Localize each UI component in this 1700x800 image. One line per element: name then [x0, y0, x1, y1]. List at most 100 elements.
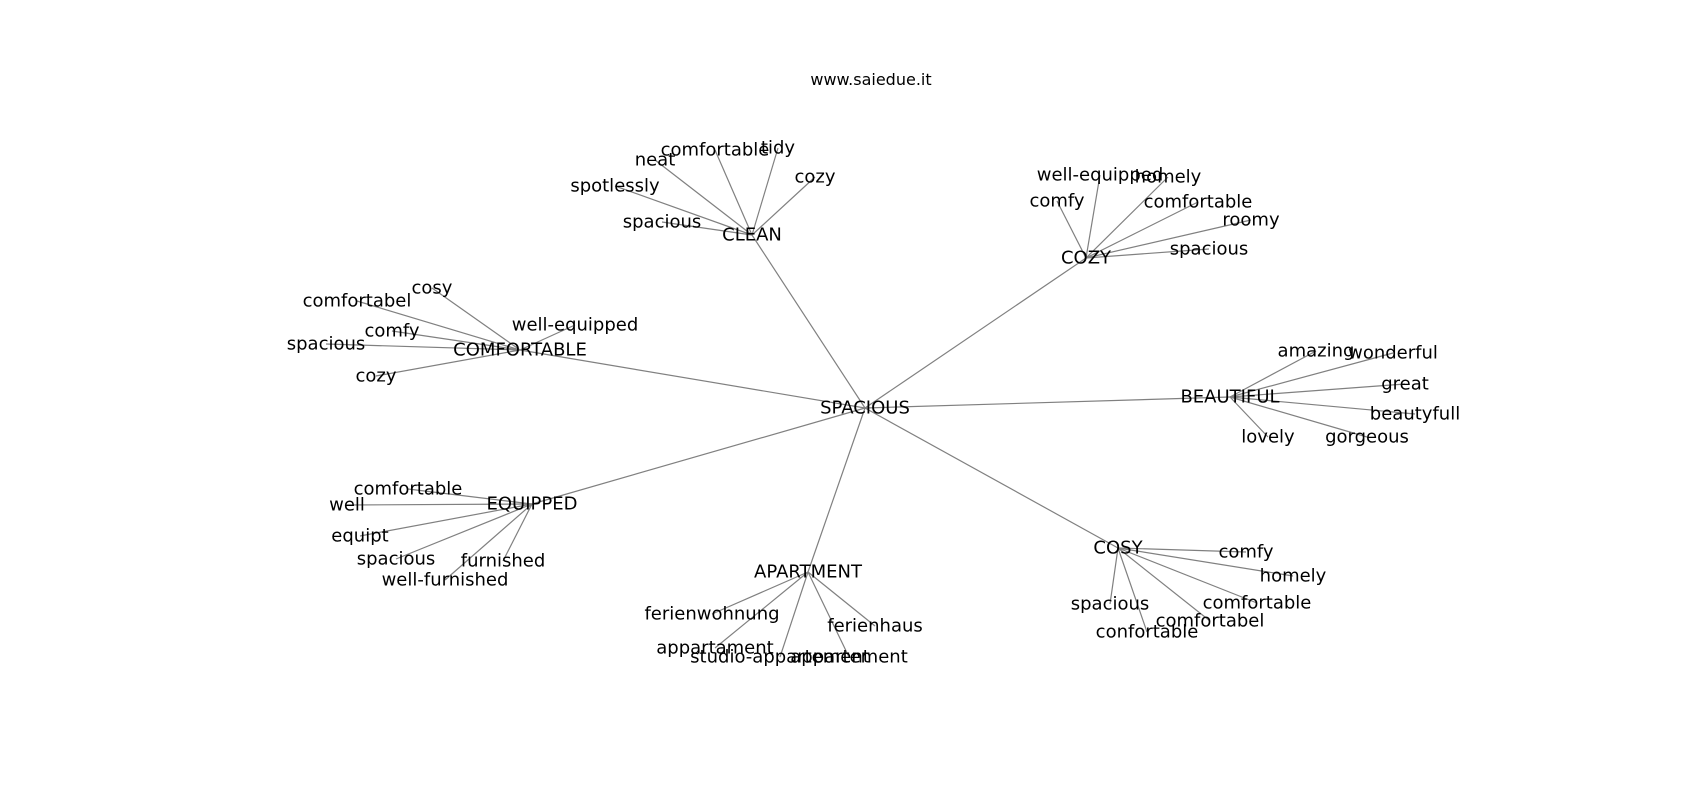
hub-node-beautiful: BEAUTIFUL [1180, 387, 1279, 408]
hub-node-cosy: COSY [1093, 538, 1143, 559]
leaf-node-beautiful-3: beautyfull [1370, 404, 1460, 425]
edge-beautiful-leaf-3 [1229, 396, 1416, 415]
edge-comfortable-leaf-2 [391, 330, 521, 351]
leaf-node-comfortable-2: comfy [364, 321, 419, 342]
edge-apartment-leaf-1 [807, 571, 876, 627]
edge-beautiful-leaf-1 [1229, 352, 1394, 398]
edge-cozy-leaf-4 [1085, 219, 1252, 259]
edge-comfortable-leaf-1 [356, 300, 521, 351]
edge-clean-leaf-5 [661, 221, 753, 236]
leaf-node-equipped-2: equipt [331, 526, 388, 547]
leaf-node-equipped-0: comfortable [354, 479, 463, 500]
leaf-node-clean-1: tidy [761, 138, 795, 159]
edge-cosy-leaf-5 [1117, 547, 1148, 633]
edge-root-equipped [531, 407, 866, 505]
leaf-node-clean-4: spotlessly [570, 176, 660, 197]
edge-clean-leaf-0 [714, 149, 753, 236]
edge-comfortable-leaf-4 [325, 343, 521, 351]
edge-cosy-leaf-1 [1117, 547, 1294, 577]
edge-equipped-leaf-1 [346, 503, 533, 506]
leaf-node-comfortable-3: well-equipped [512, 315, 639, 336]
edge-clean-leaf-3 [751, 176, 816, 236]
edge-root-apartment [807, 407, 866, 573]
edge-equipped-leaf-3 [395, 503, 533, 560]
edge-equipped-leaf-5 [444, 503, 533, 581]
edge-clean-leaf-1 [751, 147, 779, 236]
leaf-node-beautiful-2: great [1381, 374, 1429, 395]
edge-root-cozy [864, 257, 1087, 409]
leaf-node-equipped-3: spacious [357, 549, 436, 570]
root-node: SPACIOUS [820, 398, 910, 419]
leaf-node-clean-0: comfortable [661, 140, 770, 161]
leaf-node-cozy-1: homely [1135, 167, 1202, 188]
leaf-node-clean-3: cozy [794, 167, 835, 188]
graph-edges [325, 147, 1416, 658]
leaf-node-comfortable-5: cozy [355, 366, 396, 387]
edge-comfortable-leaf-5 [375, 349, 521, 377]
leaf-node-equipped-4: furnished [461, 551, 546, 572]
leaf-node-cozy-0: well-equipped [1037, 165, 1164, 186]
edge-apartment-leaf-2 [714, 571, 809, 649]
edge-cosy-leaf-3 [1117, 547, 1211, 622]
site-caption: www.saiedue.it [810, 70, 932, 89]
leaf-node-comfortable-4: spacious [287, 334, 366, 355]
edge-cozy-leaf-5 [1085, 248, 1210, 259]
edge-cosy-leaf-4 [1109, 547, 1119, 605]
leaf-node-comfortable-1: comfortabel [303, 291, 412, 312]
edge-cozy-leaf-1 [1085, 176, 1169, 259]
edge-root-cosy [864, 407, 1119, 549]
leaf-node-apartment-3: studio-appartement [690, 647, 870, 668]
hub-node-comfortable: COMFORTABLE [453, 340, 587, 361]
edge-apartment-leaf-3 [779, 571, 809, 658]
edge-clean-leaf-4 [614, 185, 753, 236]
hub-node-clean: CLEAN [722, 225, 782, 246]
leaf-node-clean-5: spacious [623, 212, 702, 233]
edge-cosy-leaf-2 [1117, 547, 1258, 604]
edge-clean-leaf-2 [654, 159, 753, 236]
edge-cozy-leaf-2 [1056, 200, 1087, 259]
hub-node-cozy: COZY [1061, 248, 1112, 269]
leaf-node-cosy-3: comfortabel [1156, 611, 1265, 632]
leaf-node-cosy-1: homely [1260, 566, 1327, 587]
leaf-node-cozy-2: comfy [1029, 191, 1084, 212]
leaf-node-beautiful-1: wonderful [1348, 343, 1438, 364]
leaf-node-cosy-2: comfortable [1203, 593, 1312, 614]
leaf-node-clean-2: neat [635, 150, 676, 171]
edge-cozy-leaf-0 [1085, 174, 1101, 259]
edge-beautiful-leaf-4 [1229, 396, 1269, 438]
edge-beautiful-leaf-0 [1229, 350, 1317, 398]
edge-cozy-leaf-3 [1085, 201, 1199, 259]
edge-cosy-leaf-0 [1117, 547, 1247, 553]
edge-root-beautiful [864, 396, 1231, 409]
graph-labels: comfortabletidyneatcozyspotlesslyspaciou… [287, 138, 1460, 668]
edge-equipped-leaf-0 [407, 488, 533, 505]
leaf-node-apartment-2: appartament [656, 638, 773, 659]
leaf-node-apartment-4: appartement [790, 647, 908, 668]
leaf-node-beautiful-5: gorgeous [1325, 427, 1409, 448]
leaf-node-apartment-0: ferienwohnung [644, 604, 779, 625]
edge-beautiful-leaf-5 [1229, 396, 1368, 438]
leaf-node-cozy-5: spacious [1170, 239, 1249, 260]
edge-comfortable-leaf-0 [431, 287, 521, 351]
edge-beautiful-leaf-2 [1229, 383, 1406, 398]
edge-apartment-leaf-0 [711, 571, 809, 615]
leaf-node-equipped-5: well-furnished [382, 570, 509, 591]
leaf-node-cosy-4: spacious [1071, 594, 1150, 615]
leaf-node-cozy-3: comfortable [1144, 192, 1253, 213]
edge-equipped-leaf-2 [359, 503, 533, 537]
leaf-node-cozy-4: roomy [1222, 210, 1280, 231]
leaf-node-apartment-1: ferienhaus [827, 616, 923, 637]
edge-comfortable-leaf-3 [519, 324, 576, 351]
edge-apartment-leaf-4 [807, 571, 850, 658]
edge-root-comfortable [519, 349, 866, 409]
leaf-node-beautiful-4: lovely [1241, 427, 1295, 448]
leaf-node-equipped-1: well [329, 495, 365, 516]
leaf-node-beautiful-0: amazing [1278, 341, 1355, 362]
edge-equipped-leaf-4 [502, 503, 533, 562]
hub-node-equipped: EQUIPPED [487, 494, 578, 515]
edge-root-clean [751, 234, 866, 409]
hub-node-apartment: APARTMENT [754, 562, 863, 583]
leaf-node-cosy-5: confortable [1096, 622, 1199, 643]
leaf-node-cosy-0: comfy [1218, 542, 1273, 563]
